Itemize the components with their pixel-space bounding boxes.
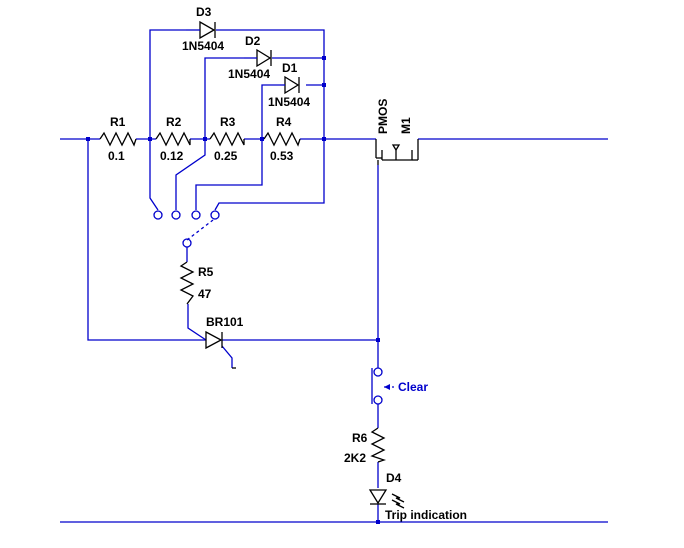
mosfet-m1: PMOS M1 [375, 99, 419, 165]
svg-text:PMOS: PMOS [376, 99, 390, 134]
diode-d1: D1 1N5404 [268, 61, 310, 109]
selector-switch [153, 210, 220, 248]
svg-text:R1: R1 [110, 115, 126, 129]
svg-text:0.1: 0.1 [108, 149, 125, 163]
svg-text:1N5404: 1N5404 [182, 39, 224, 53]
resistor-r3: R3 0.25 [209, 115, 245, 163]
svg-text:BR101: BR101 [206, 315, 244, 329]
resistor-r1: R1 0.1 [99, 115, 137, 163]
svg-text:D3: D3 [196, 5, 212, 19]
svg-text:D1: D1 [282, 61, 298, 75]
svg-text:D2: D2 [245, 34, 261, 48]
clear-button: Clear [371, 367, 428, 405]
wires [60, 29, 608, 523]
led-d4: D4 Trip indication [368, 471, 467, 522]
diode-d3: D3 1N5404 [182, 5, 224, 53]
resistor-r5: R5 47 [179, 261, 214, 305]
svg-text:0.12: 0.12 [160, 149, 184, 163]
svg-text:1N5404: 1N5404 [268, 95, 310, 109]
junctions [86, 56, 380, 524]
svg-text:R2: R2 [166, 115, 182, 129]
resistor-r6: R6 2K2 [344, 427, 387, 465]
svg-text:D4: D4 [386, 471, 402, 485]
resistor-r4: R4 0.53 [263, 115, 301, 163]
svg-text:M1: M1 [399, 117, 413, 134]
svg-text:1N5404: 1N5404 [228, 67, 270, 81]
diode-d2: D2 1N5404 [228, 34, 272, 81]
svg-text:R3: R3 [220, 115, 236, 129]
svg-text:Clear: Clear [398, 380, 428, 394]
svg-text:Trip indication: Trip indication [385, 508, 467, 522]
thyristor-br101: BR101 [205, 315, 244, 369]
resistor-r2: R2 0.12 [155, 115, 191, 163]
svg-text:R4: R4 [276, 115, 292, 129]
svg-text:R5: R5 [198, 265, 214, 279]
svg-text:47: 47 [198, 287, 212, 301]
svg-text:0.53: 0.53 [270, 149, 294, 163]
svg-text:R6: R6 [352, 431, 368, 445]
svg-text:0.25: 0.25 [214, 149, 238, 163]
svg-text:2K2: 2K2 [344, 451, 366, 465]
